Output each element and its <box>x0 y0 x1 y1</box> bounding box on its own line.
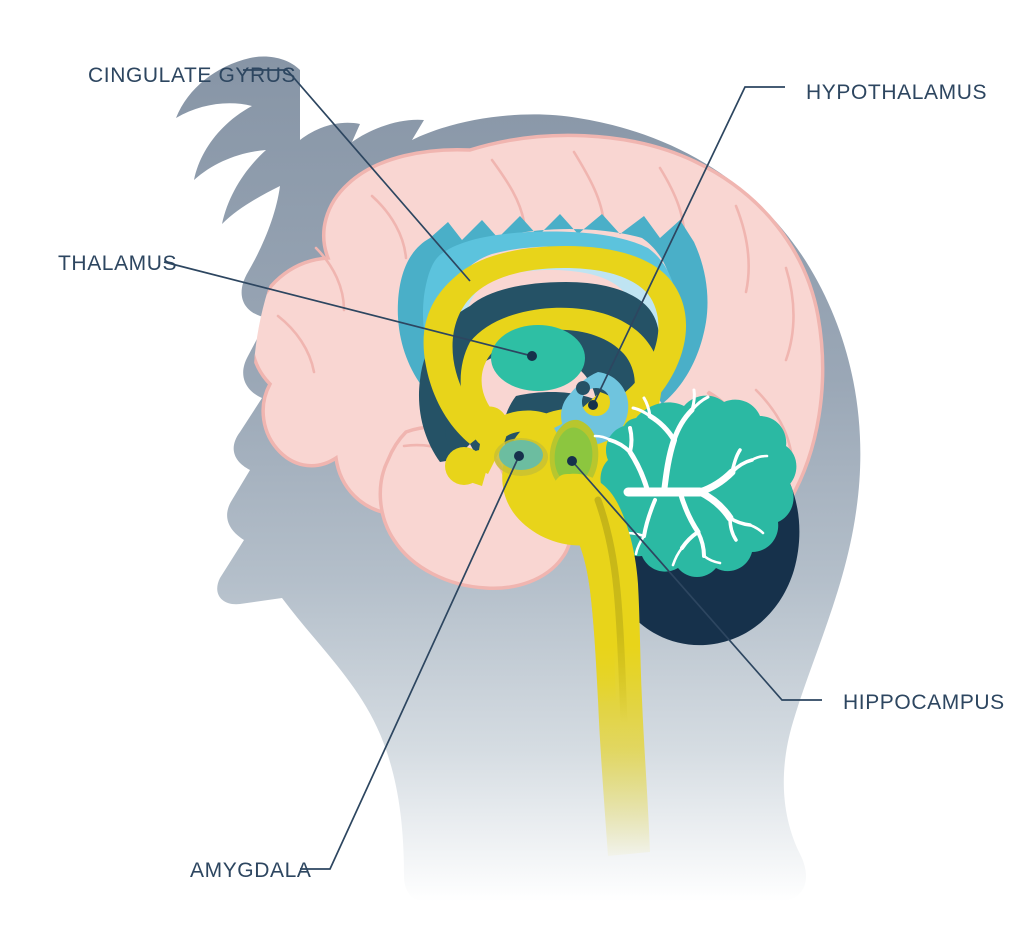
annotation-hypothalamus[interactable]: HYPOTHALAMUS <box>588 81 987 410</box>
annotation-amygdala[interactable]: AMYGDALA <box>190 451 524 882</box>
marker-dot-amygdala <box>514 451 524 461</box>
leader-line-hippocampus <box>571 460 822 701</box>
label-hippocampus: HIPPOCAMPUS <box>843 691 1005 714</box>
cerebellum <box>593 388 797 577</box>
marker-dot-hippocampus <box>567 456 577 466</box>
marker-dot-hypothalamus <box>588 400 598 410</box>
label-amygdala: AMYGDALA <box>190 859 312 882</box>
annotation-cingulate-gyrus[interactable]: CINGULATE GYRUS <box>88 64 471 282</box>
hippocampus-body <box>549 419 599 491</box>
leader-line-hypothalamus <box>592 86 785 406</box>
brainstem <box>551 473 650 856</box>
label-thalamus: THALAMUS <box>58 252 177 275</box>
annotation-thalamus[interactable]: THALAMUS <box>58 252 537 361</box>
label-hypothalamus: HYPOTHALAMUS <box>806 81 987 104</box>
leader-line-cingulate-gyrus <box>243 69 471 282</box>
thalamus-body <box>491 325 585 391</box>
marker-dot-thalamus <box>527 351 537 361</box>
label-cingulate-gyrus: CINGULATE GYRUS <box>88 64 296 87</box>
leader-line-thalamus <box>163 261 533 357</box>
annotation-layer: CINGULATE GYRUS HYPOTHALAMUS THALAMUS HI… <box>58 64 1005 882</box>
annotation-hippocampus[interactable]: HIPPOCAMPUS <box>567 456 1005 714</box>
leader-line-amygdala <box>300 455 520 870</box>
